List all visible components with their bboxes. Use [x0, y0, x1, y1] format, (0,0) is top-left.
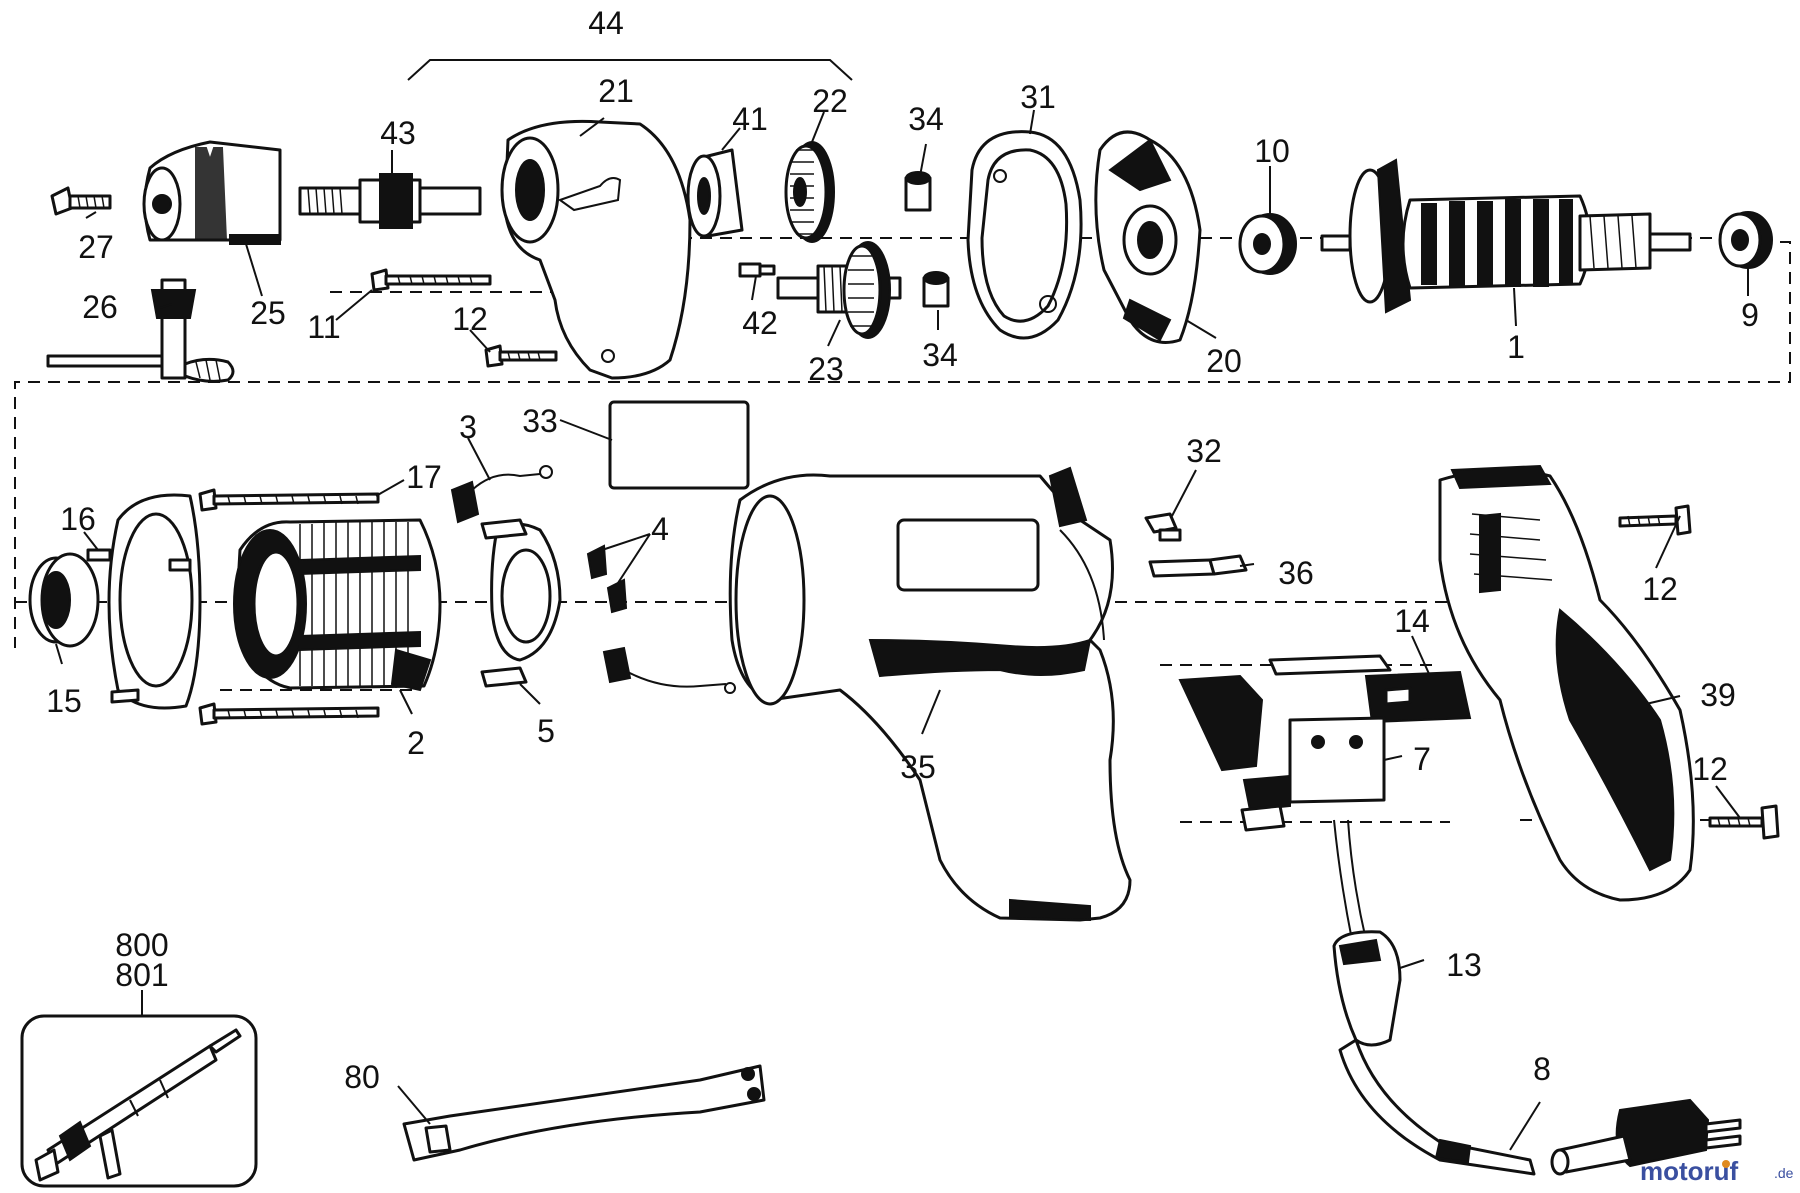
label-8: 8 [1533, 1051, 1551, 1087]
label-33: 33 [522, 403, 558, 439]
label-39: 39 [1700, 677, 1736, 713]
field-screw-17-lower [198, 702, 380, 726]
strap-80 [402, 1064, 766, 1162]
gear-22 [784, 141, 835, 243]
label-34-upper: 34 [908, 101, 944, 137]
accessory-box-800-801 [20, 1014, 258, 1188]
label-9: 9 [1741, 297, 1759, 333]
brush-lead-3 [450, 465, 553, 524]
label-42: 42 [742, 305, 778, 341]
label-801: 801 [115, 957, 168, 993]
chuck-screw-27 [50, 186, 112, 216]
label-44: 44 [588, 5, 624, 41]
screw-11 [370, 268, 492, 292]
label-20: 20 [1206, 343, 1242, 379]
motoruf-watermark-logo: motoruf .de [1640, 1156, 1794, 1186]
label-12-lower: 12 [1692, 751, 1728, 787]
label-4: 4 [651, 511, 669, 547]
label-12-middle: 12 [1642, 571, 1678, 607]
assembly-bracket-44 [407, 59, 853, 81]
nameplate-33 [608, 400, 750, 490]
label-41: 41 [732, 101, 768, 137]
label-25: 25 [250, 295, 286, 331]
chuck-key-26 [46, 278, 235, 383]
label-32: 32 [1186, 433, 1222, 469]
label-5: 5 [537, 713, 555, 749]
label-26: 26 [82, 289, 118, 325]
label-36: 36 [1278, 555, 1314, 591]
bearing-10 [1238, 213, 1297, 275]
bushing-34-lower [922, 271, 950, 308]
label-2: 2 [407, 725, 425, 761]
label-11: 11 [307, 309, 340, 345]
bushing-15 [28, 552, 100, 648]
power-cord-8 [1338, 1038, 1536, 1176]
label-80: 80 [344, 1059, 380, 1095]
bushing-34-upper [904, 171, 932, 212]
cord-protector-13 [1332, 819, 1402, 1047]
field-2 [233, 518, 442, 692]
bearing-plate-20 [1094, 130, 1202, 344]
terminal-32 [1144, 512, 1182, 542]
pinion-gear-23 [776, 241, 902, 339]
gasket-31 [966, 130, 1083, 340]
label-31: 31 [1020, 79, 1056, 115]
screw-12-upper [484, 344, 558, 368]
armature-1 [1320, 158, 1692, 314]
baffle-ring [107, 493, 202, 710]
label-22: 22 [812, 83, 848, 119]
spindle-43 [298, 173, 482, 229]
motor-housing-35 [728, 466, 1132, 922]
watermark-tld: .de [1774, 1165, 1794, 1181]
screw-12-lower [1708, 804, 1780, 840]
label-10: 10 [1254, 133, 1290, 169]
screw-42 [738, 262, 776, 278]
label-21: 21 [598, 73, 634, 109]
label-27: 27 [78, 229, 114, 265]
pin-16 [86, 548, 112, 562]
label-23: 23 [808, 351, 844, 387]
brush-holder-assembly [480, 518, 562, 688]
gear-case-21 [500, 119, 692, 380]
label-13: 13 [1446, 947, 1482, 983]
watermark-dot [1722, 1160, 1730, 1168]
label-43: 43 [380, 115, 416, 151]
label-7: 7 [1413, 741, 1431, 777]
label-3: 3 [459, 409, 477, 445]
label-1: 1 [1507, 329, 1525, 365]
label-15: 15 [46, 683, 82, 719]
label-800: 800 [115, 927, 168, 963]
bearing-9 [1718, 211, 1773, 269]
switch-7 [1178, 674, 1386, 832]
handle-half-39 [1438, 464, 1695, 902]
label-34-lower: 34 [922, 337, 958, 373]
field-screw-17-upper [198, 488, 380, 512]
part-number-labels: 44 21 43 41 22 34 31 10 27 25 26 11 12 4… [46, 5, 1759, 1095]
drill-chuck-25 [142, 140, 282, 245]
label-16: 16 [60, 501, 96, 537]
label-17: 17 [406, 459, 442, 495]
brush-4 [586, 544, 736, 694]
leader-lines [55, 109, 1749, 1151]
label-35: 35 [900, 749, 936, 785]
label-12-upper: 12 [452, 301, 488, 337]
terminal-36 [1148, 554, 1248, 578]
watermark-brand: motoruf [1640, 1156, 1739, 1186]
bearing-41 [686, 148, 744, 238]
switch-bracket-14 [1268, 654, 1472, 724]
label-14: 14 [1394, 603, 1430, 639]
screw-12-middle [1618, 504, 1692, 536]
plug [1550, 1098, 1742, 1176]
